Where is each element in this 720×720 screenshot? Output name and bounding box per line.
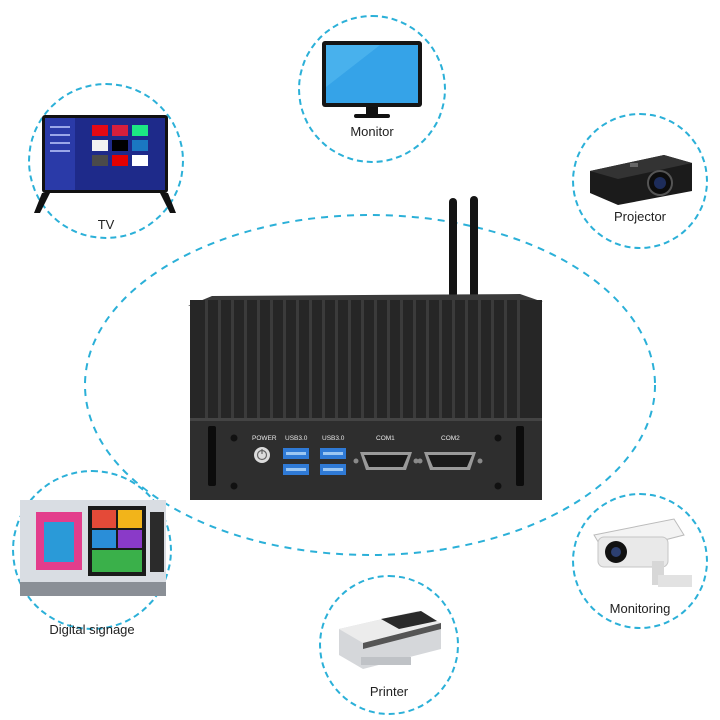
power-label: POWER — [252, 435, 277, 442]
security-camera-icon — [593, 518, 692, 587]
usb-port-group-left — [283, 448, 309, 475]
projector-bubble: Projector — [572, 113, 708, 249]
tv-bubble: TV — [28, 83, 184, 239]
power-button — [254, 447, 270, 463]
projector-label: Projector — [613, 209, 667, 224]
monitoring-bubble: Monitoring — [572, 493, 708, 629]
usb-port-group-right — [320, 448, 346, 475]
digital-signage-label: Digital signage — [49, 622, 135, 637]
monitor-icon — [322, 41, 422, 118]
printer-bubble: Printer — [319, 575, 459, 715]
com2-port — [417, 452, 483, 470]
tv-icon — [34, 115, 176, 213]
projector-icon — [590, 155, 692, 205]
printer-icon — [339, 611, 441, 669]
monitoring-label: Monitoring — [609, 601, 671, 616]
com1-label: COM1 — [376, 435, 395, 442]
digital-signage-icon — [20, 500, 166, 596]
monitor-bubble: Monitor — [298, 15, 446, 163]
antenna-left — [449, 198, 457, 298]
heatsink-fins — [205, 300, 520, 420]
usb-right-label: USB3.0 — [322, 435, 345, 442]
usb-left-label: USB3.0 — [285, 435, 308, 442]
com1-port — [353, 452, 419, 470]
com2-label: COM2 — [441, 435, 460, 442]
tv-label: TV — [97, 217, 115, 232]
printer-label: Printer — [369, 684, 409, 699]
monitor-label: Monitor — [350, 124, 394, 139]
digital-signage-bubble: Digital signage — [12, 470, 172, 637]
antenna-right — [470, 196, 478, 300]
